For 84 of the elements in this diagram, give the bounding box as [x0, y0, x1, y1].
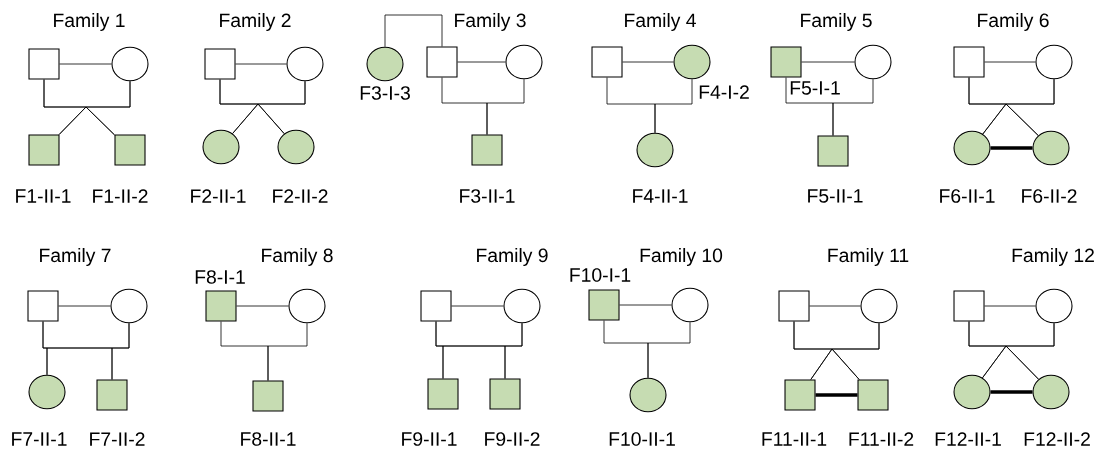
pedigree-line [622, 61, 674, 63]
pedigree-line [984, 61, 1036, 63]
circle-symbol [503, 288, 541, 324]
square-symbol [426, 46, 458, 78]
family-title: Family 12 [1012, 248, 1094, 266]
pedigree-line [647, 321, 691, 379]
family-title: Family 9 [477, 248, 548, 266]
square-symbol [953, 290, 985, 322]
individual-label: F4-II-1 [633, 189, 688, 203]
circle-symbol [505, 44, 543, 80]
individual-label: F12-II-2 [1024, 432, 1090, 446]
square-symbol [778, 290, 810, 322]
square-symbol [420, 290, 452, 322]
pedigree-line [111, 322, 130, 380]
individual-label: F8-I-1 [195, 270, 245, 284]
individual-label: F6-II-1 [940, 189, 995, 203]
individual-label: F7-II-2 [90, 432, 145, 446]
family-title: Family 8 [262, 248, 333, 266]
square-symbol [27, 290, 59, 322]
individual-label: F12-II-1 [935, 432, 1001, 446]
family-title: Family 11 [828, 248, 909, 266]
individual-label: F6-II-2 [1022, 189, 1077, 203]
individual-label: F5-II-1 [808, 189, 863, 203]
circle-symbol [671, 287, 709, 323]
individual-label: F2-II-1 [191, 189, 246, 203]
square-symbol [28, 48, 60, 80]
individual-label: F8-II-1 [241, 432, 296, 446]
circle-symbol [860, 288, 898, 324]
family-title: Family 4 [625, 13, 696, 31]
circle-symbol [854, 44, 892, 80]
family-title: Family 2 [220, 13, 291, 31]
individual-label: F9-II-1 [402, 432, 457, 446]
individual-label: F2-II-2 [273, 189, 328, 203]
individual-label: F11-II-2 [849, 432, 914, 446]
pedigree-line [235, 63, 287, 65]
pedigree-line [990, 146, 1033, 150]
pedigree-line [619, 304, 672, 306]
individual-label: F5-I-1 [790, 81, 840, 95]
pedigree-line [58, 305, 111, 307]
individual-label: F4-I-2 [699, 85, 749, 99]
circle-symbol [1035, 288, 1073, 324]
square-symbol [953, 46, 985, 78]
pedigree-line [801, 61, 855, 63]
individual-label: F10-II-1 [609, 432, 675, 446]
pedigree-line [85, 80, 131, 136]
circle-symbol [288, 288, 326, 324]
pedigree-line [984, 305, 1036, 307]
pedigree-line [504, 322, 523, 379]
pedigree-line [1005, 322, 1055, 380]
individual-label: F1-II-1 [16, 189, 71, 203]
pedigree-line [59, 63, 112, 65]
individual-label: F11-II-1 [762, 432, 827, 446]
family-title: Family 5 [801, 13, 872, 31]
individual-label: F3-I-3 [360, 86, 410, 100]
pedigree-line [990, 390, 1033, 394]
pedigree-line [1005, 78, 1055, 136]
pedigree-line [257, 80, 306, 135]
pedigree-line [384, 14, 443, 48]
individual-label: F1-II-2 [93, 189, 148, 203]
family-title: Family 3 [455, 13, 526, 31]
pedigree-line [815, 393, 858, 397]
individual-label: F3-II-1 [460, 189, 515, 203]
individual-label: F10-I-1 [570, 268, 631, 282]
pedigree-line [809, 305, 861, 307]
pedigree-line [267, 322, 308, 381]
pedigree-line [832, 78, 874, 136]
pedigree-line [451, 305, 504, 307]
individual-label: F7-II-1 [12, 432, 67, 446]
circle-symbol [111, 46, 149, 82]
square-symbol [591, 46, 623, 78]
square-symbol [204, 48, 236, 80]
individual-label: F9-II-2 [485, 432, 540, 446]
family-title: Family 10 [640, 248, 723, 266]
pedigree-line [457, 61, 506, 63]
pedigree-line [654, 78, 693, 134]
pedigree-line [236, 305, 289, 307]
circle-symbol [110, 288, 148, 324]
circle-symbol [1035, 44, 1073, 80]
family-title: Family 1 [54, 13, 125, 31]
family-title: Family 6 [978, 13, 1049, 31]
pedigree-line [831, 322, 880, 380]
pedigree-line [486, 78, 525, 135]
circle-symbol [286, 46, 324, 82]
family-title: Family 7 [40, 248, 111, 266]
